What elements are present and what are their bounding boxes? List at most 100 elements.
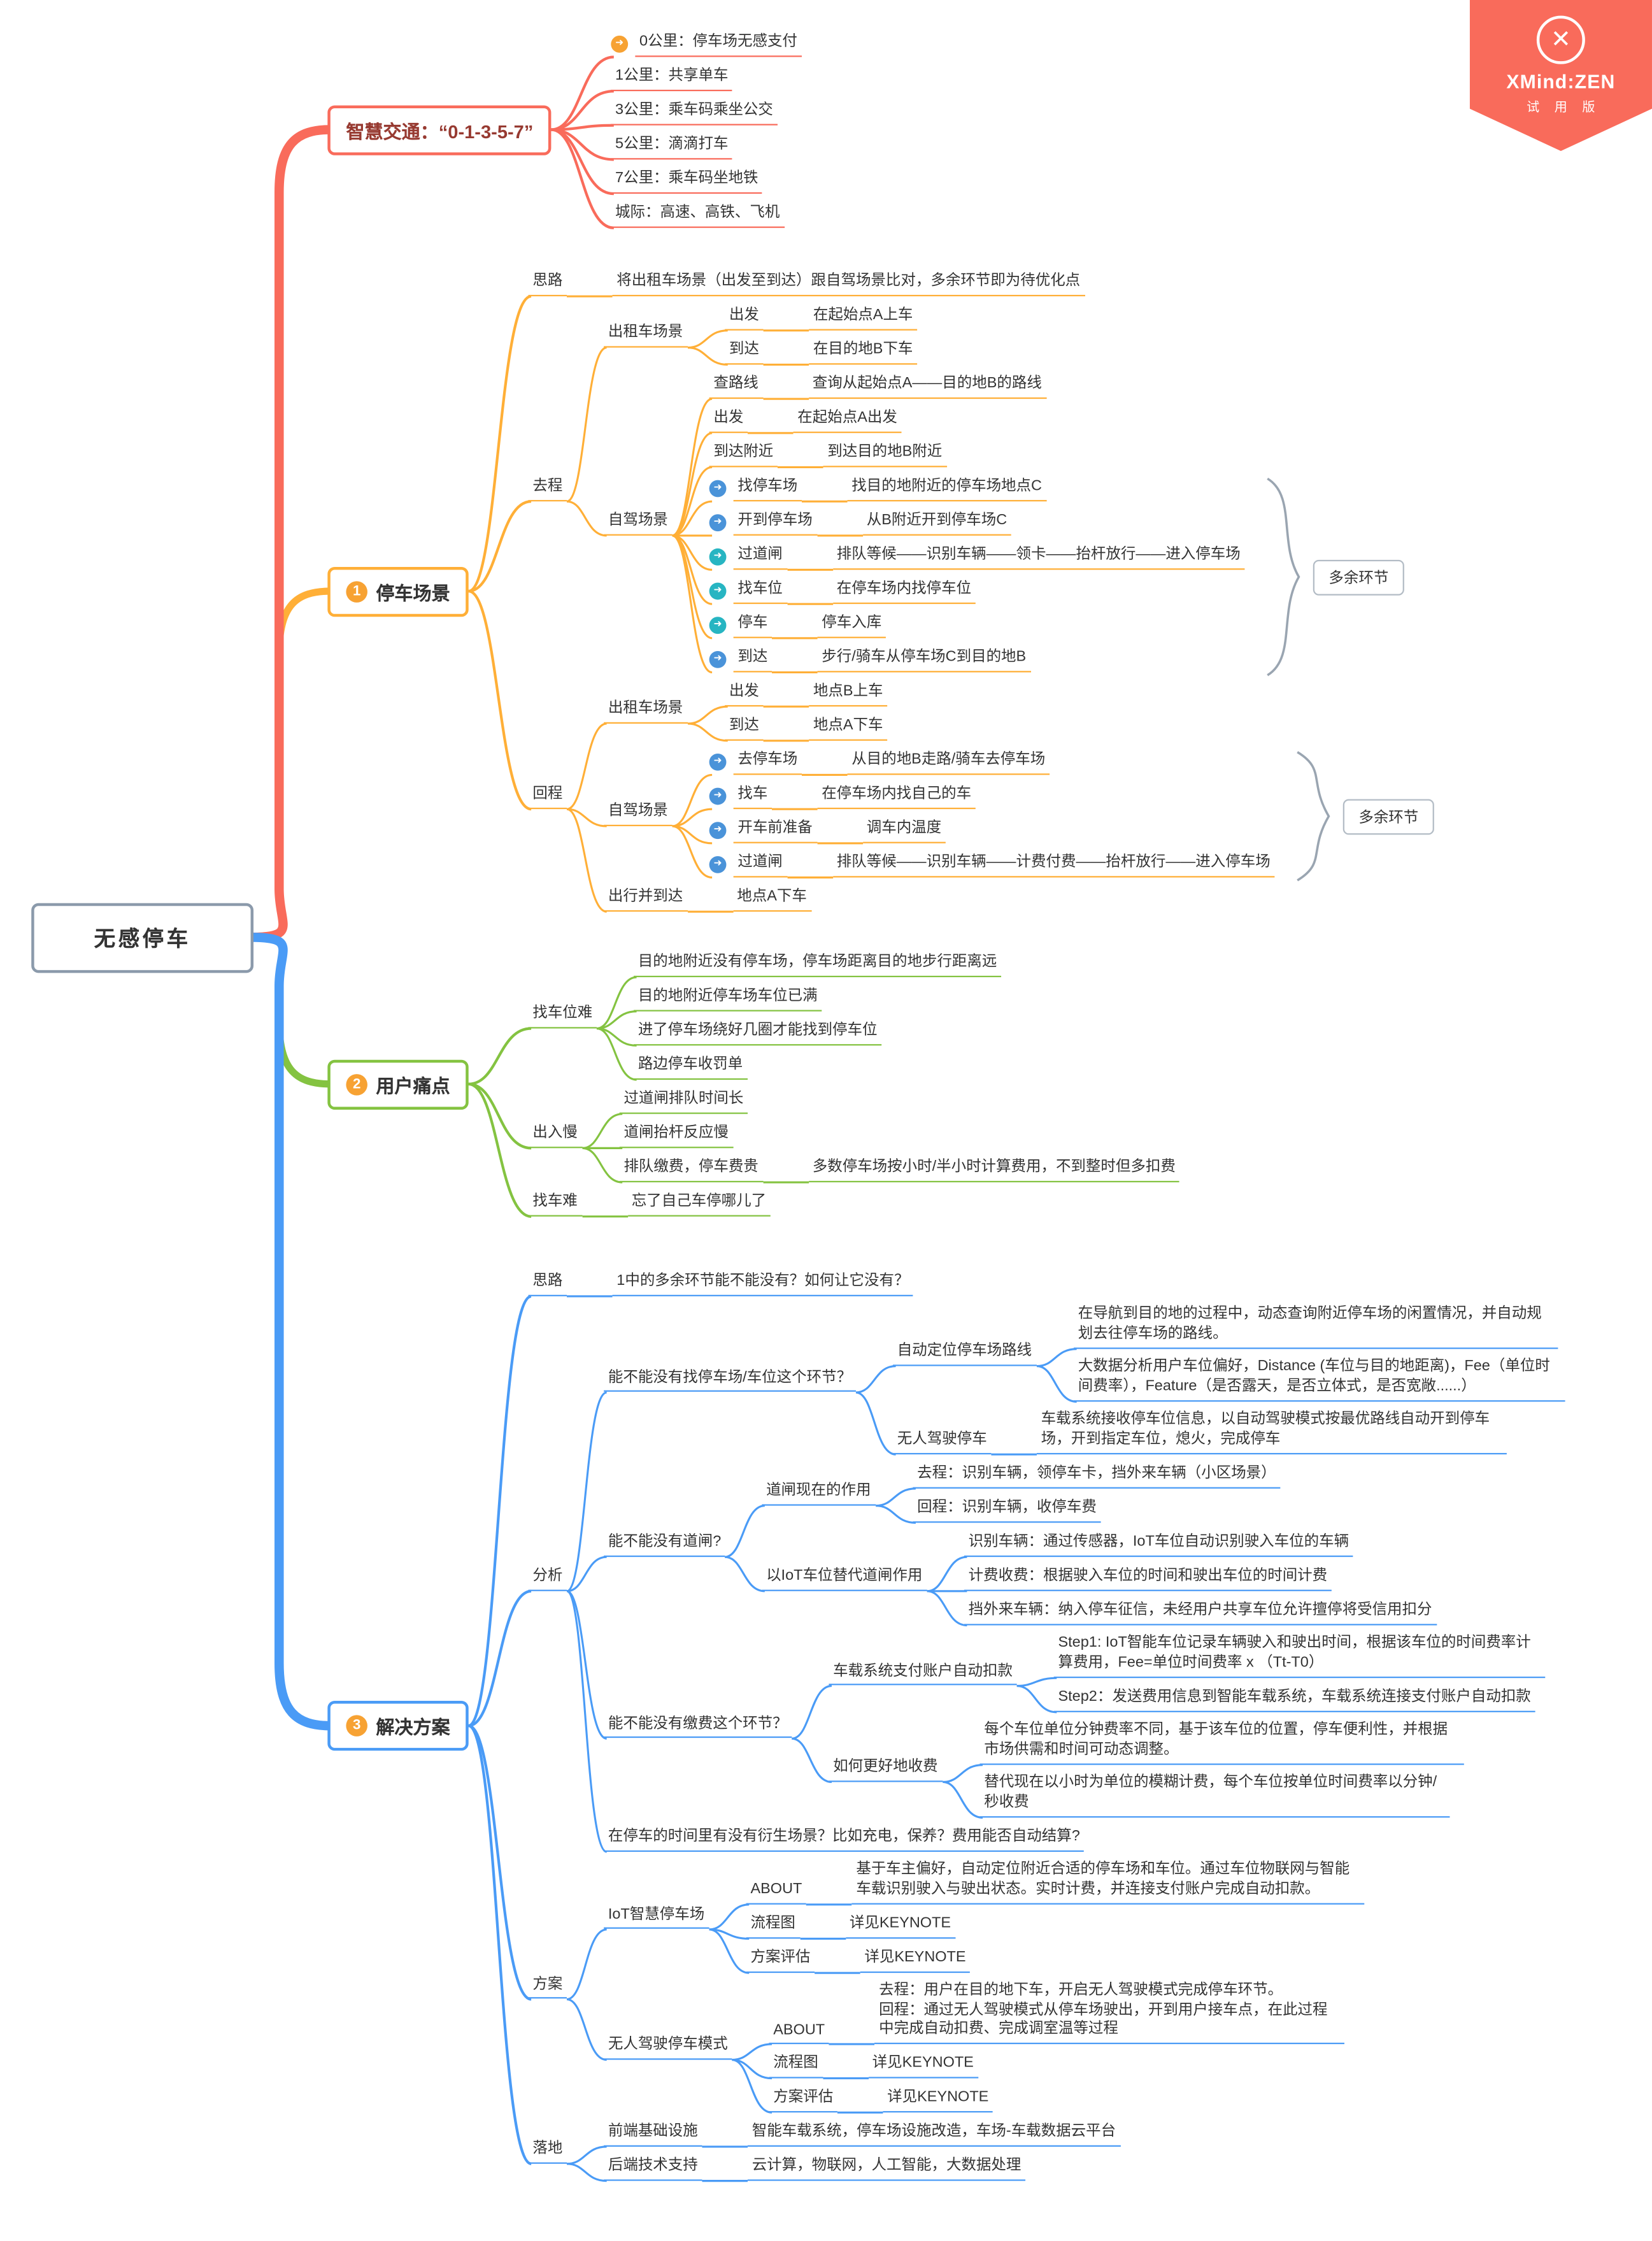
mindmap-node[interactable]: 无人驾驶停车车载系统接收停车位信息，以自动驾驶模式按最优路线自动开到停车场，开到… xyxy=(893,1410,1507,1454)
topic-note: 在停车场内找停车位 xyxy=(832,578,976,604)
marker-blue-icon[interactable]: ➜ xyxy=(709,479,727,497)
mindmap-node[interactable]: 到达附近到达目的地B附近 xyxy=(709,441,946,467)
mindmap-node[interactable]: 3公里：乘车码乘坐公交 xyxy=(611,100,778,125)
root-topic[interactable]: 无感停车 xyxy=(31,902,254,973)
marker-blue-icon[interactable]: ➜ xyxy=(709,821,727,839)
mindmap-node[interactable]: 出发在起始点A上车 xyxy=(725,305,918,330)
mindmap-node[interactable]: 出入慢 xyxy=(528,1122,582,1148)
mindmap-node[interactable]: 7公里：乘车码坐地铁 xyxy=(611,168,763,194)
mindmap-node[interactable]: 去程：识别车辆，领停车卡，挡外来车辆（小区场景） xyxy=(913,1463,1281,1488)
marker-blue-icon[interactable]: ➜ xyxy=(709,650,727,668)
mindmap-node[interactable]: 道闸抬杆反应慢 xyxy=(619,1122,733,1148)
mindmap-node[interactable]: 到达地点A下车 xyxy=(725,715,888,740)
mindmap-node[interactable]: ➜去停车场从目的地B走路/骑车去停车场 xyxy=(709,749,1050,775)
mindmap-node[interactable]: 去程 xyxy=(528,476,567,501)
mindmap-node[interactable]: 思路将出租车场景（出发至到达）跟自驾场景比对，多余环节即为待优化点 xyxy=(528,271,1085,296)
mindmap-node[interactable]: 目的地附近停车场车位已满 xyxy=(634,985,822,1011)
mindmap-node[interactable]: ➜0公里：停车场无感支付 xyxy=(611,31,802,57)
marker-blue-icon[interactable]: ➜ xyxy=(709,787,727,805)
marker-teal-icon[interactable]: ➜ xyxy=(709,582,727,599)
mindmap-node[interactable]: 前端基础设施智能车载系统，停车场设施改造，车场-车载数据云平台 xyxy=(604,2121,1120,2146)
mindmap-node[interactable]: 回程 xyxy=(528,784,567,809)
mindmap-node[interactable]: 排队缴费，停车费贵多数停车场按小时/半小时计算费用，不到整时但多扣费 xyxy=(619,1157,1180,1182)
mindmap-node[interactable]: 出租车场景 xyxy=(604,698,687,723)
mindmap-node[interactable]: 出行并到达地点A下车 xyxy=(604,886,811,912)
mindmap-node[interactable]: IoT智慧停车场 xyxy=(604,1904,709,1929)
mindmap-node[interactable]: 识别车辆：通过传感器，IoT车位自动识别驶入车位的车辆 xyxy=(964,1531,1353,1557)
mindmap-node[interactable]: 路边停车收罚单 xyxy=(634,1054,747,1079)
mindmap-node[interactable]: 出发地点B上车 xyxy=(725,681,888,706)
mindmap-node[interactable]: 分析 xyxy=(528,1566,567,1591)
mindmap-node[interactable]: 挡外来车辆：纳入停车征信，未经用户共享车位允许擅停将受信用扣分 xyxy=(964,1600,1437,1625)
mindmap-node[interactable]: 进了停车场绕好几圈才能找到停车位 xyxy=(634,1020,882,1045)
mindmap-node[interactable]: ➜开车前准备调车内温度 xyxy=(709,818,946,843)
mindmap-node[interactable]: 如何更好地收费 xyxy=(829,1756,943,1782)
mindmap-node[interactable]: 大数据分析用户车位偏好，Distance (车位与目的地距离)，Fee（单位时间… xyxy=(1074,1357,1565,1401)
topic-label: 道闸现在的作用 xyxy=(762,1480,876,1505)
branch-connector xyxy=(1036,1348,1077,1368)
mindmap-node[interactable]: 方案评估详见KEYNOTE xyxy=(746,1947,971,1973)
mindmap-node[interactable]: 到达在目的地B下车 xyxy=(725,339,918,364)
mindmap-node[interactable]: 城际：高速、高铁、飞机 xyxy=(611,203,785,227)
mindmap-node[interactable]: 自动定位停车场路线 xyxy=(893,1340,1036,1366)
mindmap-node[interactable]: 道闸现在的作用 xyxy=(762,1480,876,1505)
topic-label: 路边停车收罚单 xyxy=(634,1054,747,1079)
mindmap-node[interactable]: 以IoT车位替代道闸作用 xyxy=(762,1566,927,1591)
mindmap-node[interactable]: 方案评估详见KEYNOTE xyxy=(769,2087,993,2112)
mindmap-node[interactable]: 过道闸排队时间长 xyxy=(619,1088,748,1113)
mindmap-node[interactable]: Step1: IoT智能车位记录车辆驶入和驶出时间，根据该车位的时间费率计算费用… xyxy=(1053,1634,1546,1678)
mindmap-node[interactable]: 自驾场景 xyxy=(604,801,673,826)
mindmap-node[interactable]: 出发在起始点A出发 xyxy=(709,408,902,433)
mindmap-node[interactable]: 流程图详见KEYNOTE xyxy=(769,2052,978,2078)
mindmap-node[interactable]: 在导航到目的地的过程中，动态查询附近停车场的闲置情况，并自动规划去往停车场的路线… xyxy=(1074,1305,1558,1349)
mindmap-node[interactable]: ➜过道闸排队等候——识别车辆——计费付费——抬杆放行——进入停车场 xyxy=(709,852,1275,877)
mindmap-node[interactable]: 方案 xyxy=(528,1973,567,1999)
mindmap-node[interactable]: 流程图详见KEYNOTE xyxy=(746,1913,955,1938)
mindmap-node[interactable]: 能不能没有找停车场/车位这个环节？ xyxy=(604,1367,856,1392)
marker-blue-icon[interactable]: ➜ xyxy=(709,752,727,770)
mindmap-node[interactable]: 后端技术支持云计算，物联网，人工智能，大数据处理 xyxy=(604,2155,1026,2180)
annotation-label[interactable]: 多余环节 xyxy=(1342,798,1434,834)
marker-orange-icon[interactable]: ➜ xyxy=(611,34,629,52)
mindmap-node[interactable]: 自驾场景 xyxy=(604,510,673,535)
mindmap-node[interactable]: 无人驾驶停车模式 xyxy=(604,2034,732,2059)
mindmap-node[interactable]: ➜开到停车场从B附近开到停车场C xyxy=(709,510,1011,535)
mindmap-node[interactable]: 能不能没有道闸? xyxy=(604,1531,725,1557)
marker-teal-icon[interactable]: ➜ xyxy=(709,616,727,633)
mindmap-node[interactable]: 5公里：滴滴打车 xyxy=(611,134,733,159)
topic-label: 过道闸 xyxy=(733,852,787,877)
mindmap-node[interactable]: 替代现在以小时为单位的模糊计费，每个车位按单位时间费率以分钟/秒收费 xyxy=(979,1773,1450,1817)
mindmap-node[interactable]: 每个车位单位分钟费率不同，基于该车位的位置，停车便利性，并根据市场供需和时间可动… xyxy=(979,1721,1464,1765)
mindmap-node[interactable]: ➜找车在停车场内找自己的车 xyxy=(709,784,976,809)
mindmap-node[interactable]: ➜到达步行/骑车从停车场C到目的地B xyxy=(709,647,1030,672)
mindmap-node[interactable]: 计费收费：根据驶入车位的时间和驶出车位的时间计费 xyxy=(964,1566,1332,1591)
mindmap-node[interactable]: Step2：发送费用信息到智能车载系统，车载系统连接支付账户自动扣款 xyxy=(1053,1687,1535,1712)
mindmap-node[interactable]: 出租车场景 xyxy=(604,322,687,347)
mindmap-node[interactable]: 找车难忘了自己车停哪儿了 xyxy=(528,1191,771,1216)
mindmap-node[interactable]: ➜过道闸排队等候——识别车辆——领卡——抬杆放行——进入停车场 xyxy=(709,544,1245,569)
marker-blue-icon[interactable]: ➜ xyxy=(709,855,727,873)
mindmap-node[interactable]: 车载系统支付账户自动扣款 xyxy=(829,1660,1017,1686)
mindmap-node[interactable]: 落地 xyxy=(528,2138,567,2163)
mindmap-node[interactable]: 回程：识别车辆，收停车费 xyxy=(913,1497,1101,1522)
mindmap-node[interactable]: ➜找车位在停车场内找停车位 xyxy=(709,578,976,604)
marker-blue-icon[interactable]: ➜ xyxy=(709,513,727,531)
mindmap-node[interactable]: 能不能没有缴费这个环节？ xyxy=(604,1713,792,1738)
mindmap-node[interactable]: 1公里：共享单车 xyxy=(611,66,733,90)
mindmap-node[interactable]: ➜停车停车入库 xyxy=(709,613,886,638)
marker-teal-icon[interactable]: ➜ xyxy=(709,547,727,565)
mindmap-node[interactable]: 找车位难 xyxy=(528,1003,597,1028)
mindmap-node[interactable]: ➜找停车场找目的地附近的停车场地点C xyxy=(709,476,1046,501)
branch-connector xyxy=(566,1391,608,1593)
mindmap-node[interactable]: 查路线查询从起始点A——目的地B的路线 xyxy=(709,373,1046,399)
branch-smart-transport[interactable]: 智慧交通：“0-1-3-5-7” xyxy=(327,104,552,155)
annotation-label[interactable]: 多余环节 xyxy=(1313,559,1404,595)
mindmap-node[interactable]: 目的地附近没有停车场，停车场距离目的地步行距离远 xyxy=(634,952,1002,977)
mindmap-node[interactable]: 在停车的时间里有没有衍生场景？比如充电，保养？费用能否自动结算? xyxy=(604,1826,1085,1851)
